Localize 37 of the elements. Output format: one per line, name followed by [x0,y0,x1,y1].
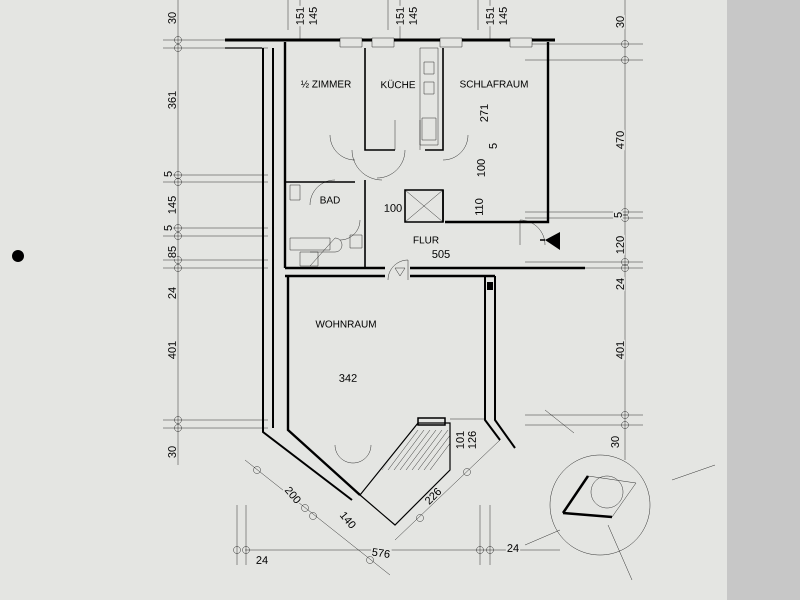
dimension-label: 271 [479,102,489,124]
room-label: ½ ZIMMER [300,80,352,88]
dimension-label: 30 [610,434,620,450]
dimension-label: 151 [485,6,495,26]
dimension-label: 126 [467,430,477,450]
room-label: BAD [318,196,342,204]
dimension-label: 100 [382,203,404,213]
dimension-label: 361 [167,90,177,110]
dimension-label: 145 [167,194,177,216]
dimension-label: 145 [308,6,318,26]
room-label: KÜCHE [380,78,416,90]
dimension-label: 140 [338,509,358,531]
dimension-label: 30 [615,14,625,30]
dimension-label: 342 [338,373,358,383]
dimension-label: 30 [167,10,177,26]
dimension-label: 24 [506,543,520,553]
dimension-label: 100 [476,158,486,178]
dimension-label: 145 [498,6,508,26]
dimension-label: 24 [167,286,177,300]
dimension-label: 101 [455,430,465,450]
dimension-label: 110 [474,197,484,217]
dimension-label: 401 [167,340,177,360]
room-label: FLUR [412,236,440,244]
dimension-label: 151 [295,6,305,26]
dimension-label: 24 [615,276,625,292]
dimension-label: 200 [282,484,304,506]
dimension-label: 151 [395,6,405,26]
dimension-label: 120 [615,234,625,256]
dimension-label: 576 [370,546,392,560]
dimension-label: 505 [430,249,452,259]
dimension-label: 24 [254,555,270,565]
dimension-label: 30 [167,444,177,460]
dimension-label: 145 [408,6,418,26]
dimension-label: 470 [615,130,625,150]
dimension-label: 226 [422,485,444,507]
dimension-label: 85 [167,244,177,260]
dimension-label: 401 [615,340,625,360]
